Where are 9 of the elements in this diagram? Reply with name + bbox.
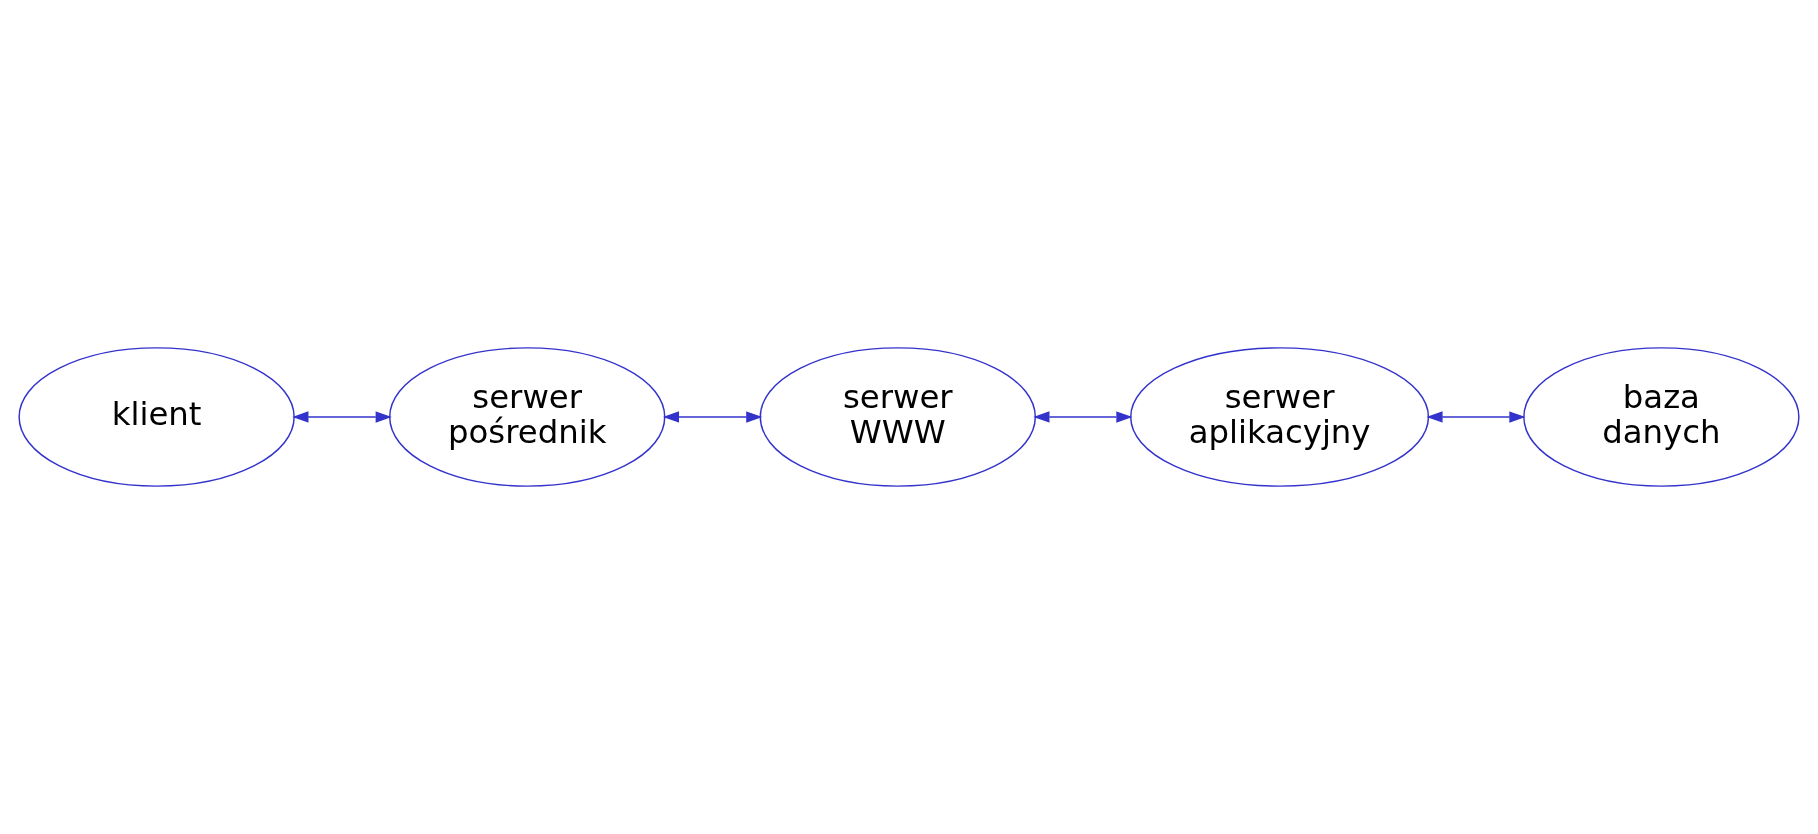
node-ellipse: serwer aplikacyjny	[1130, 347, 1430, 487]
node-ellipse: serwer pośrednik	[389, 347, 666, 487]
node-ellipse: serwer WWW	[759, 347, 1037, 487]
arrow	[662, 411, 763, 423]
arrow	[292, 411, 392, 423]
node-ellipse: baza danych	[1523, 347, 1800, 487]
arrow	[1426, 411, 1526, 423]
arrow	[1033, 411, 1133, 423]
node-ellipse: klient	[18, 347, 295, 487]
